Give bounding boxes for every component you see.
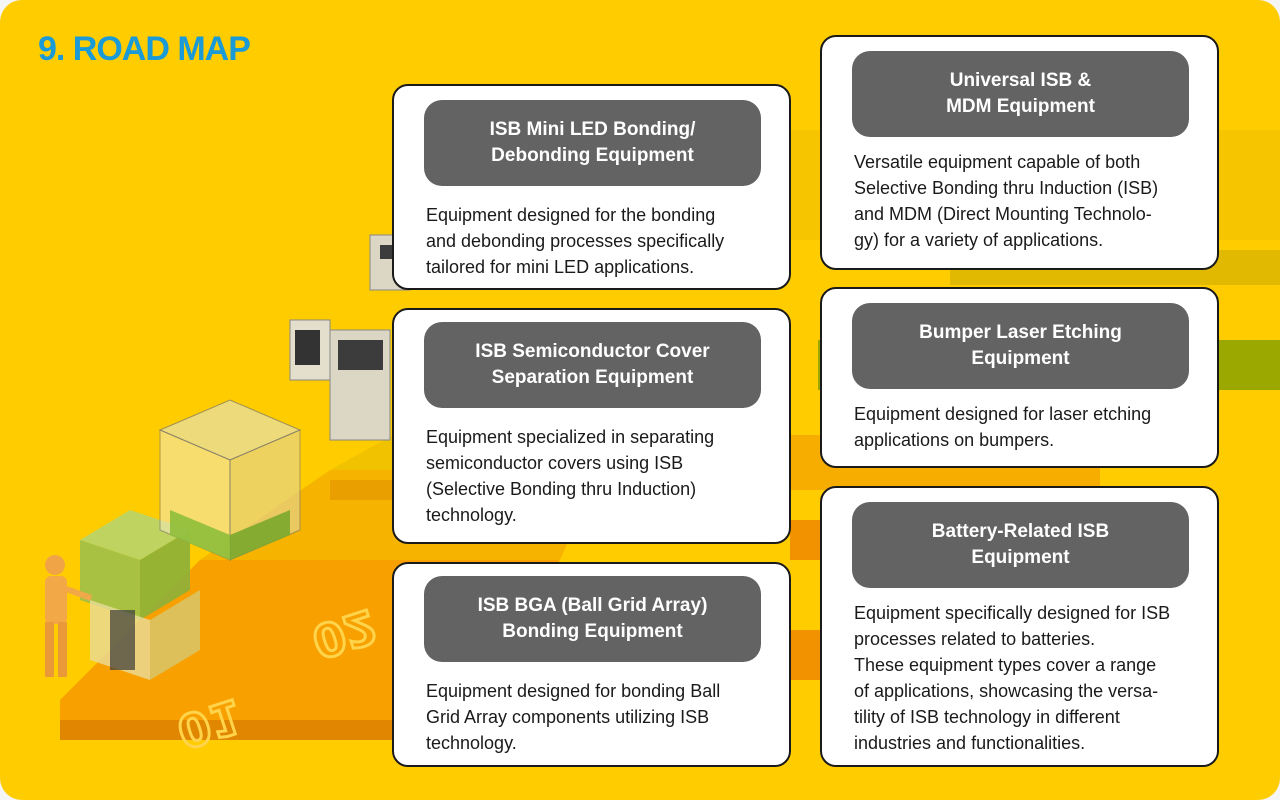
worker-figure bbox=[45, 555, 93, 677]
card-isb-mini-led: ISB Mini LED Bonding/ Debonding Equipmen… bbox=[392, 84, 791, 290]
card-description: Equipment designed for laser etching app… bbox=[854, 404, 1152, 450]
card-description: Equipment designed for the bonding and d… bbox=[426, 205, 725, 277]
card-bumper-laser-etching: Bumper Laser Etching Equipment Equipment… bbox=[820, 287, 1219, 468]
card-title: ISB BGA (Ball Grid Array) Bonding Equipm… bbox=[424, 576, 761, 662]
card-description: Versatile equipment capable of both Sele… bbox=[854, 152, 1159, 250]
card-isb-semiconductor-cover: ISB Semiconductor Cover Separation Equip… bbox=[392, 308, 791, 544]
card-battery-isb: Battery-Related ISB Equipment Equipment … bbox=[820, 486, 1219, 767]
bg-step-01-edge bbox=[60, 720, 420, 740]
card-universal-isb-mdm: Universal ISB & MDM Equipment Versatile … bbox=[820, 35, 1219, 270]
card-title: ISB Semiconductor Cover Separation Equip… bbox=[424, 322, 761, 408]
card-title: Battery-Related ISB Equipment bbox=[852, 502, 1189, 588]
card-title: ISB Mini LED Bonding/ Debonding Equipmen… bbox=[424, 100, 761, 186]
card-title: Universal ISB & MDM Equipment bbox=[852, 51, 1189, 137]
bg-green-block bbox=[1218, 340, 1280, 390]
card-description: Equipment specifically designed for ISB … bbox=[854, 603, 1171, 753]
card-description: Equipment specialized in separating semi… bbox=[426, 427, 715, 525]
card-isb-bga: ISB BGA (Ball Grid Array) Bonding Equipm… bbox=[392, 562, 791, 767]
card-description: Equipment designed for bonding Ball Grid… bbox=[426, 681, 721, 753]
card-title: Bumper Laser Etching Equipment bbox=[852, 303, 1189, 389]
page-title: 9. ROAD MAP bbox=[38, 30, 251, 68]
